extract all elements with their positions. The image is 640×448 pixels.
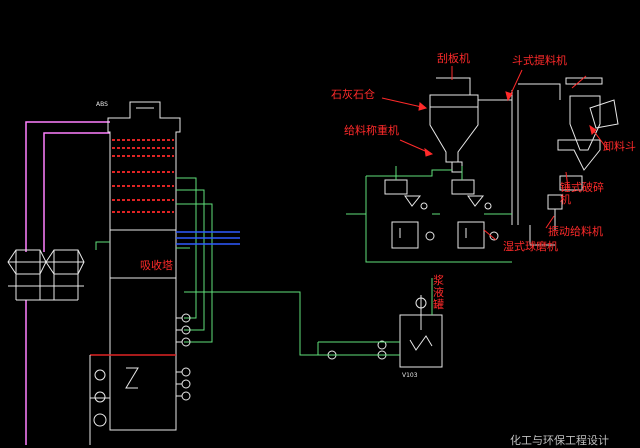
tag-top-left: ABS <box>96 101 108 108</box>
label-ball-mill: 湿式球磨机 <box>503 240 558 253</box>
gas-gas-heater <box>7 249 85 301</box>
flue-gas-lines <box>25 121 110 445</box>
water-lines <box>176 231 240 245</box>
spray-headers <box>90 139 176 356</box>
crushing-line <box>529 77 619 246</box>
label-weigh-feeder: 给料称重机 <box>344 124 399 137</box>
label-slurry-tank: 浆液罐 <box>433 274 444 311</box>
label-limestone-bin: 石灰石仓 <box>331 88 375 101</box>
label-scraper: 刮板机 <box>437 52 470 65</box>
bucket-elevator <box>478 83 561 225</box>
label-hammer-crusher: 锤式破碎机 <box>560 181 604 206</box>
label-receive-hopper: 卸料斗 <box>603 140 636 153</box>
agitator-symbol <box>89 355 139 445</box>
tag-tank: V103 <box>402 372 418 379</box>
limestone-bin <box>429 70 479 173</box>
recirculation-lines <box>95 177 318 356</box>
label-bucket-elevator: 斗式提料机 <box>512 54 567 67</box>
annotation-arrows <box>381 66 609 241</box>
slurry-tank <box>327 295 443 368</box>
watermark-text: 化工与环保工程设计 <box>510 434 609 447</box>
label-vibro-feeder: 振动给料机 <box>548 225 603 238</box>
mill-feed-lines <box>346 166 512 263</box>
slurry-lines <box>317 278 433 356</box>
label-absorber: 吸收塔 <box>140 259 173 272</box>
mill-line <box>384 179 499 249</box>
recirculation-pumps <box>176 313 191 401</box>
